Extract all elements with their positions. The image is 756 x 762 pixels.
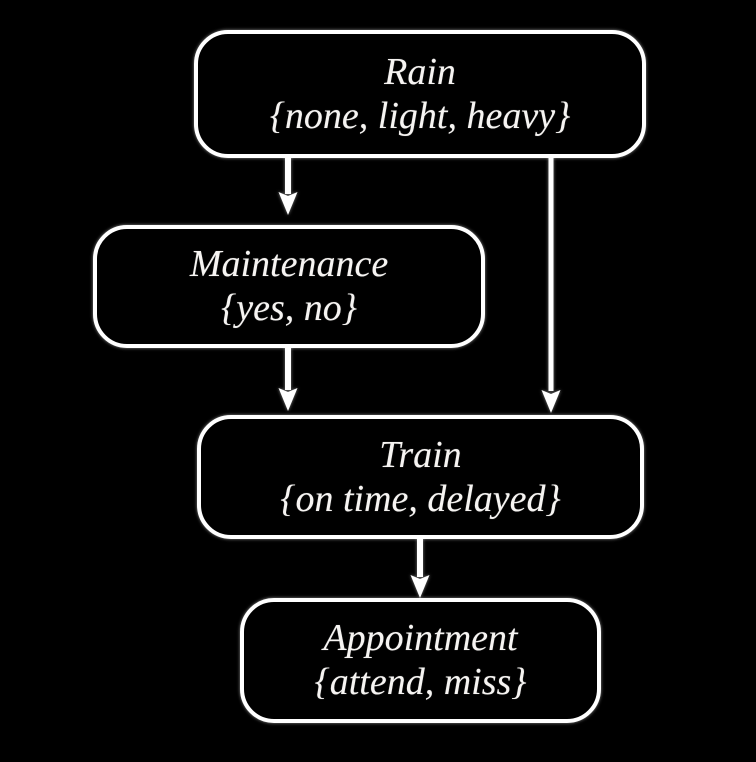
node-train-title: Train xyxy=(379,433,462,476)
node-maintenance-title: Maintenance xyxy=(189,243,389,286)
node-appointment[interactable]: Appointment {attend, miss} xyxy=(240,598,601,723)
node-maintenance[interactable]: Maintenance {yes, no} xyxy=(93,225,485,348)
node-appointment-states: {attend, miss} xyxy=(314,661,527,703)
node-rain[interactable]: Rain {none, light, heavy} xyxy=(194,30,646,158)
node-appointment-title: Appointment xyxy=(323,617,518,660)
edge-rain-to-train xyxy=(533,156,569,416)
node-train[interactable]: Train {on time, delayed} xyxy=(197,415,644,539)
edge-train-to-appointment xyxy=(400,537,440,601)
node-rain-title: Rain xyxy=(384,50,456,93)
node-train-states: {on time, delayed} xyxy=(280,477,561,520)
node-rain-states: {none, light, heavy} xyxy=(269,94,571,137)
node-maintenance-states: {yes, no} xyxy=(221,287,357,329)
edge-maintenance-to-train xyxy=(268,346,308,414)
edge-rain-to-maintenance xyxy=(268,156,308,218)
